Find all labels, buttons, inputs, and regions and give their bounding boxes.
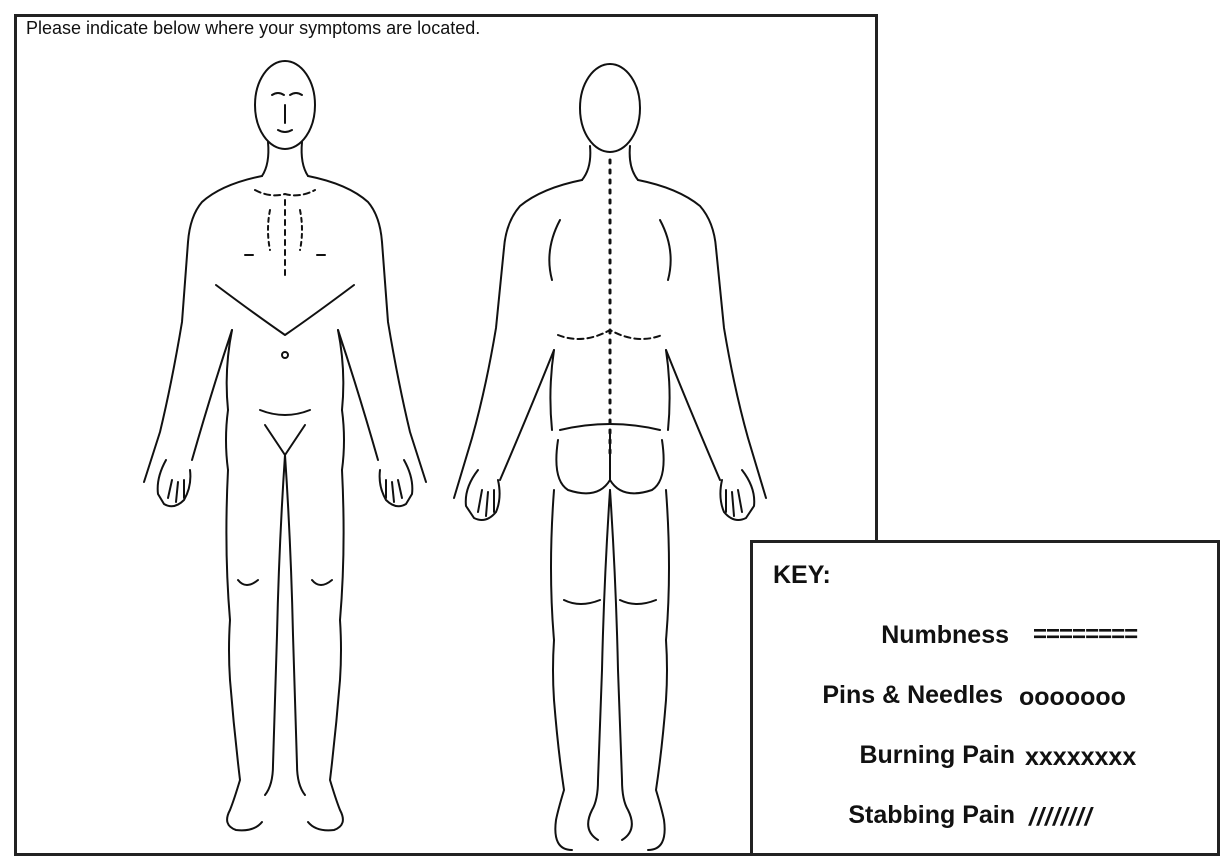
key-label-burning-pain: Burning Pain [859, 741, 1015, 770]
key-symbol-pins-needles: ooooooo [1019, 683, 1126, 712]
key-row-stabbing-pain: Stabbing Pain [753, 801, 1015, 835]
body-front-icon [120, 50, 450, 825]
key-row-numbness: Numbness [753, 621, 1023, 655]
key-symbol-stabbing-pain: //////// [1029, 803, 1093, 832]
key-label-pins-needles: Pins & Needles [822, 681, 1003, 710]
instruction-text: Please indicate below where your symptom… [26, 18, 480, 39]
key-row-burning-pain: Burning Pain [753, 741, 1015, 775]
form-bottom-border [14, 853, 878, 856]
key-title: KEY: [773, 561, 831, 590]
key-label-stabbing-pain: Stabbing Pain [848, 801, 1015, 830]
key-row-pins-needles: Pins & Needles [753, 681, 1003, 715]
key-symbol-numbness: ======== [1033, 621, 1137, 649]
key-symbol-burning-pain: xxxxxxxx [1025, 743, 1136, 772]
body-back-icon [440, 50, 780, 835]
key-label-numbness: Numbness [881, 621, 1009, 650]
symptom-key-legend: KEY: Numbness ======== Pins & Needles oo… [750, 540, 1220, 856]
